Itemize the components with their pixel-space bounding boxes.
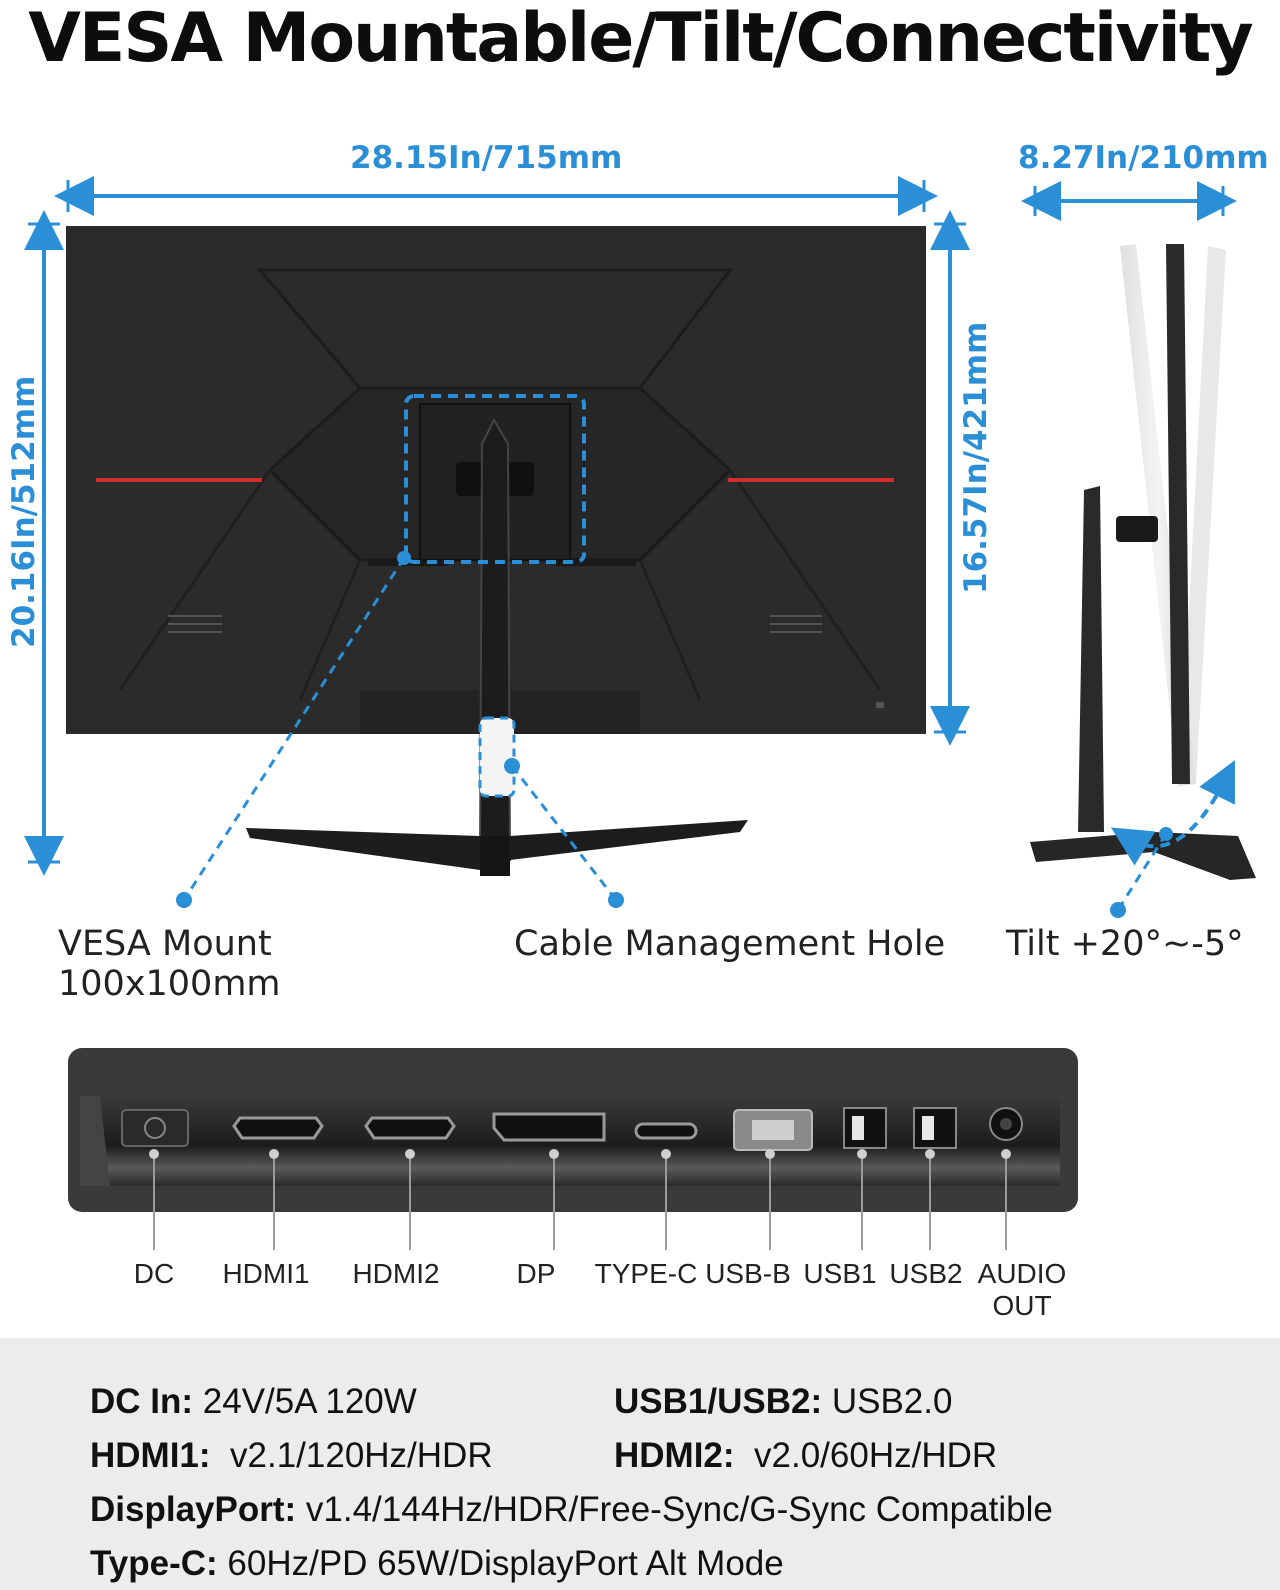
vesa-mount-label-line1: VESA Mount xyxy=(58,924,272,964)
side-view-monitor xyxy=(1030,244,1256,880)
spec-typec: Type-C: 60Hz/PD 65W/DisplayPort Alt Mode xyxy=(90,1544,784,1584)
specs-panel xyxy=(0,1338,1280,1590)
red-stripe-right xyxy=(728,478,894,482)
port-label-dp: DP xyxy=(516,1258,556,1289)
spec-value: USB2.0 xyxy=(822,1382,953,1421)
vesa-highlight-box xyxy=(404,394,586,564)
spec-displayport: DisplayPort: v1.4/144Hz/HDR/Free-Sync/G-… xyxy=(90,1490,1053,1530)
spec-key: DisplayPort: xyxy=(90,1490,297,1529)
spec-hdmi1: HDMI1: v2.1/120Hz/HDR xyxy=(90,1436,493,1476)
cable-callout-line xyxy=(510,765,618,901)
total-height-label: 20.16In/512mm xyxy=(6,375,42,648)
typec-port xyxy=(634,1122,698,1140)
port-label-hdmi1: HDMI1 xyxy=(222,1258,310,1289)
usb1-port xyxy=(843,1107,887,1149)
port-label-audio-out: AUDIO OUT xyxy=(977,1258,1067,1321)
spec-value: 60Hz/PD 65W/DisplayPort Alt Mode xyxy=(217,1544,784,1583)
stand xyxy=(246,403,748,876)
spec-hdmi2: HDMI2: v2.0/60Hz/HDR xyxy=(614,1436,997,1476)
total-height-arrow xyxy=(24,210,64,876)
spec-value: v2.0/60Hz/HDR xyxy=(734,1436,998,1475)
dc-port xyxy=(121,1109,189,1147)
spec-key: USB1/USB2: xyxy=(614,1382,823,1421)
vesa-callout-line xyxy=(182,557,406,901)
hdmi2-port xyxy=(364,1116,456,1140)
port-strip xyxy=(68,1048,1078,1212)
panel-height-label: 16.57In/421mm xyxy=(958,321,994,594)
port-leader-lines xyxy=(153,1152,1007,1250)
spec-key: HDMI1: xyxy=(90,1436,211,1475)
cable-management-label: Cable Management Hole xyxy=(514,924,946,964)
width-label: 28.15In/715mm xyxy=(350,140,623,176)
port-label-usbb: USB-B xyxy=(705,1258,791,1289)
port-label-dc: DC xyxy=(133,1258,175,1289)
spec-usb: USB1/USB2: USB2.0 xyxy=(614,1382,952,1422)
hdmi1-port xyxy=(232,1116,324,1140)
spec-value: 24V/5A 120W xyxy=(193,1382,417,1421)
usb2-port xyxy=(913,1107,957,1149)
spec-dc-in: DC In: 24V/5A 120W xyxy=(90,1382,417,1422)
spec-key: Type-C: xyxy=(90,1544,218,1583)
page-title: VESA Mountable/Tilt/Connectivity xyxy=(28,0,1253,78)
tilt-arc-arrow xyxy=(1110,760,1235,866)
port-label-typec: TYPE-C xyxy=(594,1258,698,1289)
tilt-label: Tilt +20°~-5° xyxy=(1006,924,1244,964)
depth-label: 8.27In/210mm xyxy=(1018,140,1269,176)
spec-key: DC In: xyxy=(90,1382,194,1421)
dp-port xyxy=(492,1112,606,1142)
spec-value: v2.1/120Hz/HDR xyxy=(210,1436,493,1475)
spec-key: HDMI2: xyxy=(614,1436,735,1475)
port-label-usb1: USB1 xyxy=(803,1258,877,1289)
cable-hole-highlight xyxy=(478,716,516,798)
spec-value: v1.4/144Hz/HDR/Free-Sync/G-Sync Compatib… xyxy=(296,1490,1053,1529)
depth-dimension-arrow xyxy=(1021,181,1237,221)
vesa-mount-label: VESA Mount 100x100mm xyxy=(58,924,281,1004)
vesa-mount-label-line2: 100x100mm xyxy=(58,964,281,1004)
port-label-usb2: USB2 xyxy=(889,1258,963,1289)
width-dimension-arrow xyxy=(54,176,938,216)
panel-height-arrow xyxy=(930,210,970,746)
port-label-hdmi2: HDMI2 xyxy=(352,1258,440,1289)
red-stripe-left xyxy=(96,478,262,482)
